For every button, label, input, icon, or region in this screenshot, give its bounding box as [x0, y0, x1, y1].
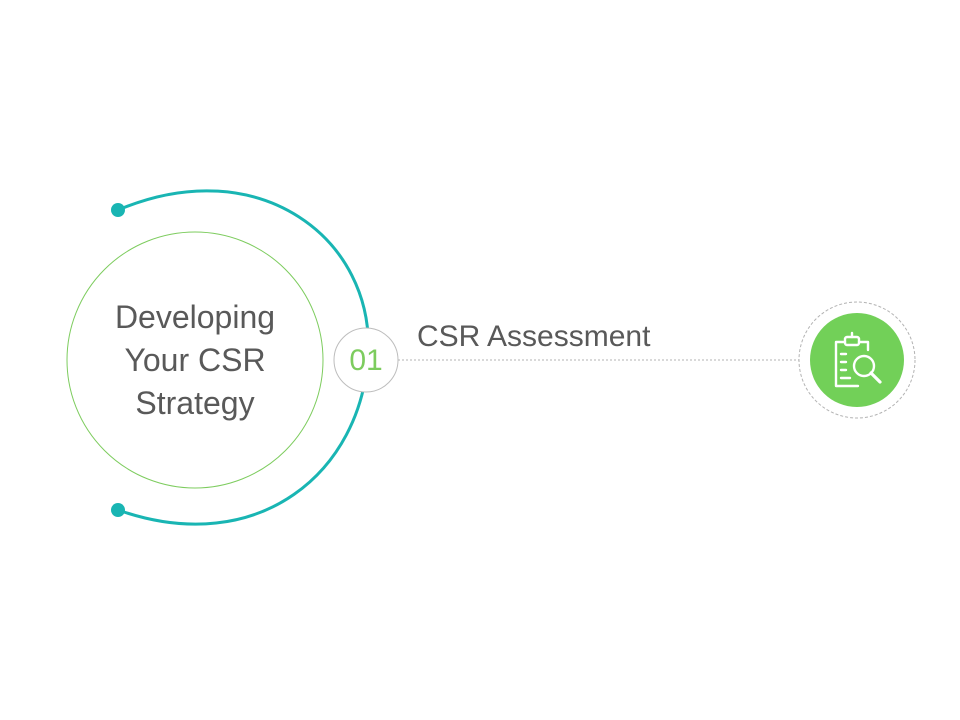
- step-label: CSR Assessment: [417, 320, 651, 353]
- clipboard-search-icon: [834, 331, 882, 388]
- inner-ring: [66, 231, 324, 489]
- step-number: 01: [349, 344, 383, 377]
- arc-bottom-dot: [111, 503, 125, 517]
- step-number-badge: [333, 327, 399, 393]
- arc-top-dot: [111, 203, 125, 217]
- center-title-line-1: Developing: [114, 298, 276, 335]
- center-title: Developing Your CSR Strategy: [67, 232, 323, 488]
- center-title-line-3: Strategy: [135, 384, 255, 421]
- center-title-line-2: Your CSR: [124, 341, 266, 378]
